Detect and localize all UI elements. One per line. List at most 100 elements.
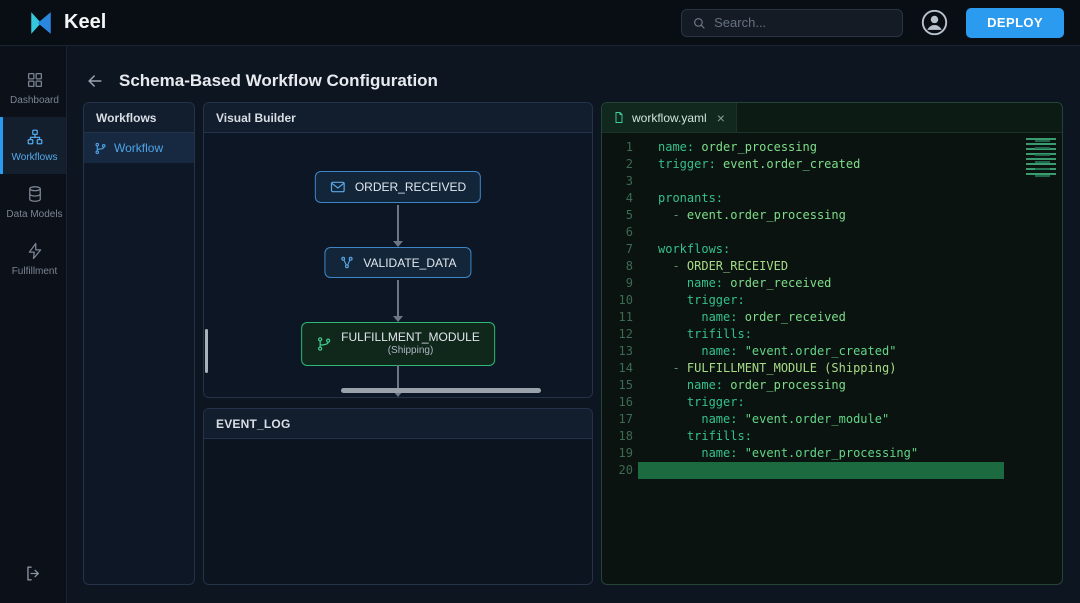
builder-canvas[interactable]: ORDER_RECEIVED VALIDATE_DATA bbox=[204, 133, 592, 397]
line-number: 3 bbox=[625, 174, 633, 188]
topbar: Keel DEPLOY bbox=[0, 0, 1080, 46]
editor-tabbar: workflow.yaml × bbox=[602, 103, 1062, 133]
code-line[interactable]: 15 name: order_processing bbox=[602, 377, 1062, 394]
sidebar-item-label: Dashboard bbox=[10, 95, 59, 106]
code-line[interactable]: 20 bbox=[602, 462, 1062, 479]
line-content bbox=[638, 224, 1004, 241]
dashboard-grid-icon bbox=[26, 71, 44, 89]
workflow-list-item[interactable]: Workflow bbox=[84, 133, 194, 163]
database-icon bbox=[26, 185, 44, 203]
line-number: 10 bbox=[618, 293, 633, 307]
vertical-scrollbar-thumb[interactable] bbox=[205, 329, 208, 373]
sidebar-item-fulfillment[interactable]: Fulfillment bbox=[0, 231, 66, 288]
line-content: trigger: event.order_created bbox=[658, 157, 861, 171]
line-content: name: order_processing bbox=[658, 140, 817, 154]
page-header: Schema-Based Workflow Configuration bbox=[67, 46, 1080, 98]
line-number: 6 bbox=[625, 225, 633, 239]
line-content: - event.order_processing bbox=[658, 208, 846, 222]
line-number: 5 bbox=[625, 208, 633, 222]
lightning-bolt-icon bbox=[26, 242, 44, 260]
code-line[interactable]: 13 name: "event.order_created" bbox=[602, 343, 1062, 360]
line-content: name: order_processing bbox=[686, 378, 846, 392]
line-number: 9 bbox=[625, 276, 633, 290]
code-line[interactable]: 18 trifills: bbox=[602, 428, 1062, 445]
search-input[interactable] bbox=[714, 15, 893, 30]
code-line[interactable]: 14 - FULFILLMENT_MODULE (Shipping) bbox=[602, 360, 1062, 377]
line-content: - FULFILLMENT_MODULE (Shipping) bbox=[658, 361, 897, 375]
code-line[interactable]: 8 - ORDER_RECEIVED bbox=[602, 258, 1062, 275]
code-line[interactable]: 11 name: order_received bbox=[602, 309, 1062, 326]
tab-close-icon[interactable]: × bbox=[716, 109, 725, 126]
back-arrow-icon[interactable] bbox=[85, 71, 105, 91]
line-content: trifills: bbox=[686, 327, 752, 341]
keel-logo-icon bbox=[28, 10, 54, 36]
node-label: ORDER_RECEIVED bbox=[354, 180, 467, 194]
code-line[interactable]: 6 bbox=[602, 224, 1062, 241]
deploy-button[interactable]: DEPLOY bbox=[966, 7, 1064, 38]
sidebar-item-dashboard[interactable]: Dashboard bbox=[0, 60, 66, 117]
event-log-body bbox=[204, 439, 592, 584]
line-number: 2 bbox=[625, 157, 633, 171]
sidebar-item-label: Workflows bbox=[11, 152, 58, 163]
horizontal-scrollbar-thumb[interactable] bbox=[341, 388, 541, 393]
node-validate-data[interactable]: VALIDATE_DATA bbox=[324, 247, 472, 278]
workflow-sitemap-icon bbox=[26, 128, 44, 146]
sidebar-item-workflows[interactable]: Workflows bbox=[0, 117, 66, 174]
line-number: 20 bbox=[618, 463, 633, 477]
code-line[interactable]: 2 trigger: event.order_created bbox=[602, 156, 1062, 173]
code-line[interactable]: 16 trigger: bbox=[602, 394, 1062, 411]
sidebar-item-label: Fulfillment bbox=[11, 266, 58, 277]
line-number: 17 bbox=[618, 412, 633, 426]
line-content: name: order_received bbox=[686, 276, 832, 290]
line-content: name: "event.order_processing" bbox=[701, 446, 919, 460]
code-line[interactable]: 3 bbox=[602, 173, 1062, 190]
sidebar-item-label: Data Models bbox=[6, 209, 63, 220]
line-content: workflows: bbox=[658, 242, 731, 256]
code-line[interactable]: 17 name: "event.order_module" bbox=[602, 411, 1062, 428]
flow-arrow bbox=[397, 365, 399, 391]
sidebar-bottom bbox=[0, 548, 66, 603]
minimap[interactable] bbox=[1022, 138, 1056, 182]
code-line[interactable]: 10 trigger: bbox=[602, 292, 1062, 309]
line-content: pronants: bbox=[658, 191, 724, 205]
sidebar: Dashboard Workflows Data Models bbox=[0, 46, 67, 603]
line-number: 7 bbox=[625, 242, 633, 256]
line-content: trigger: bbox=[686, 293, 745, 307]
line-content: name: order_received bbox=[701, 310, 846, 324]
line-number: 15 bbox=[618, 378, 633, 392]
code-line[interactable]: 9 name: order_received bbox=[602, 275, 1062, 292]
main-content: Schema-Based Workflow Configuration Work… bbox=[67, 46, 1080, 603]
workflows-panel-title: Workflows bbox=[84, 103, 194, 133]
code-line[interactable]: 5 - event.order_processing bbox=[602, 207, 1062, 224]
tab-workflow-yaml[interactable]: workflow.yaml × bbox=[602, 103, 737, 132]
page-title: Schema-Based Workflow Configuration bbox=[119, 71, 438, 90]
line-number: 12 bbox=[618, 327, 633, 341]
avatar[interactable] bbox=[921, 9, 948, 36]
git-branch-icon bbox=[94, 142, 107, 155]
line-number: 14 bbox=[618, 361, 633, 375]
search-box[interactable] bbox=[681, 8, 904, 37]
line-number: 18 bbox=[618, 429, 633, 443]
flow-arrow bbox=[397, 205, 399, 241]
code-line[interactable]: 19 name: "event.order_processing" bbox=[602, 445, 1062, 462]
code-line[interactable]: 7 workflows: bbox=[602, 241, 1062, 258]
logout-icon[interactable] bbox=[24, 564, 43, 583]
visual-builder-panel: Visual Builder ORDER_RECEIVED bbox=[203, 102, 593, 398]
line-number: 16 bbox=[618, 395, 633, 409]
node-fulfillment-module[interactable]: FULFILLMENT_MODULE (Shipping) bbox=[301, 322, 495, 366]
file-icon bbox=[613, 111, 625, 124]
share-icon bbox=[339, 255, 354, 270]
line-number: 11 bbox=[618, 310, 633, 324]
sidebar-item-data-models[interactable]: Data Models bbox=[0, 174, 66, 231]
line-number: 8 bbox=[625, 259, 633, 273]
node-order-received[interactable]: ORDER_RECEIVED bbox=[314, 171, 482, 203]
middle-column: Visual Builder ORDER_RECEIVED bbox=[203, 102, 593, 585]
code-line[interactable]: 12 trifills: bbox=[602, 326, 1062, 343]
tab-label: workflow.yaml bbox=[632, 110, 707, 125]
search-icon bbox=[692, 16, 706, 30]
